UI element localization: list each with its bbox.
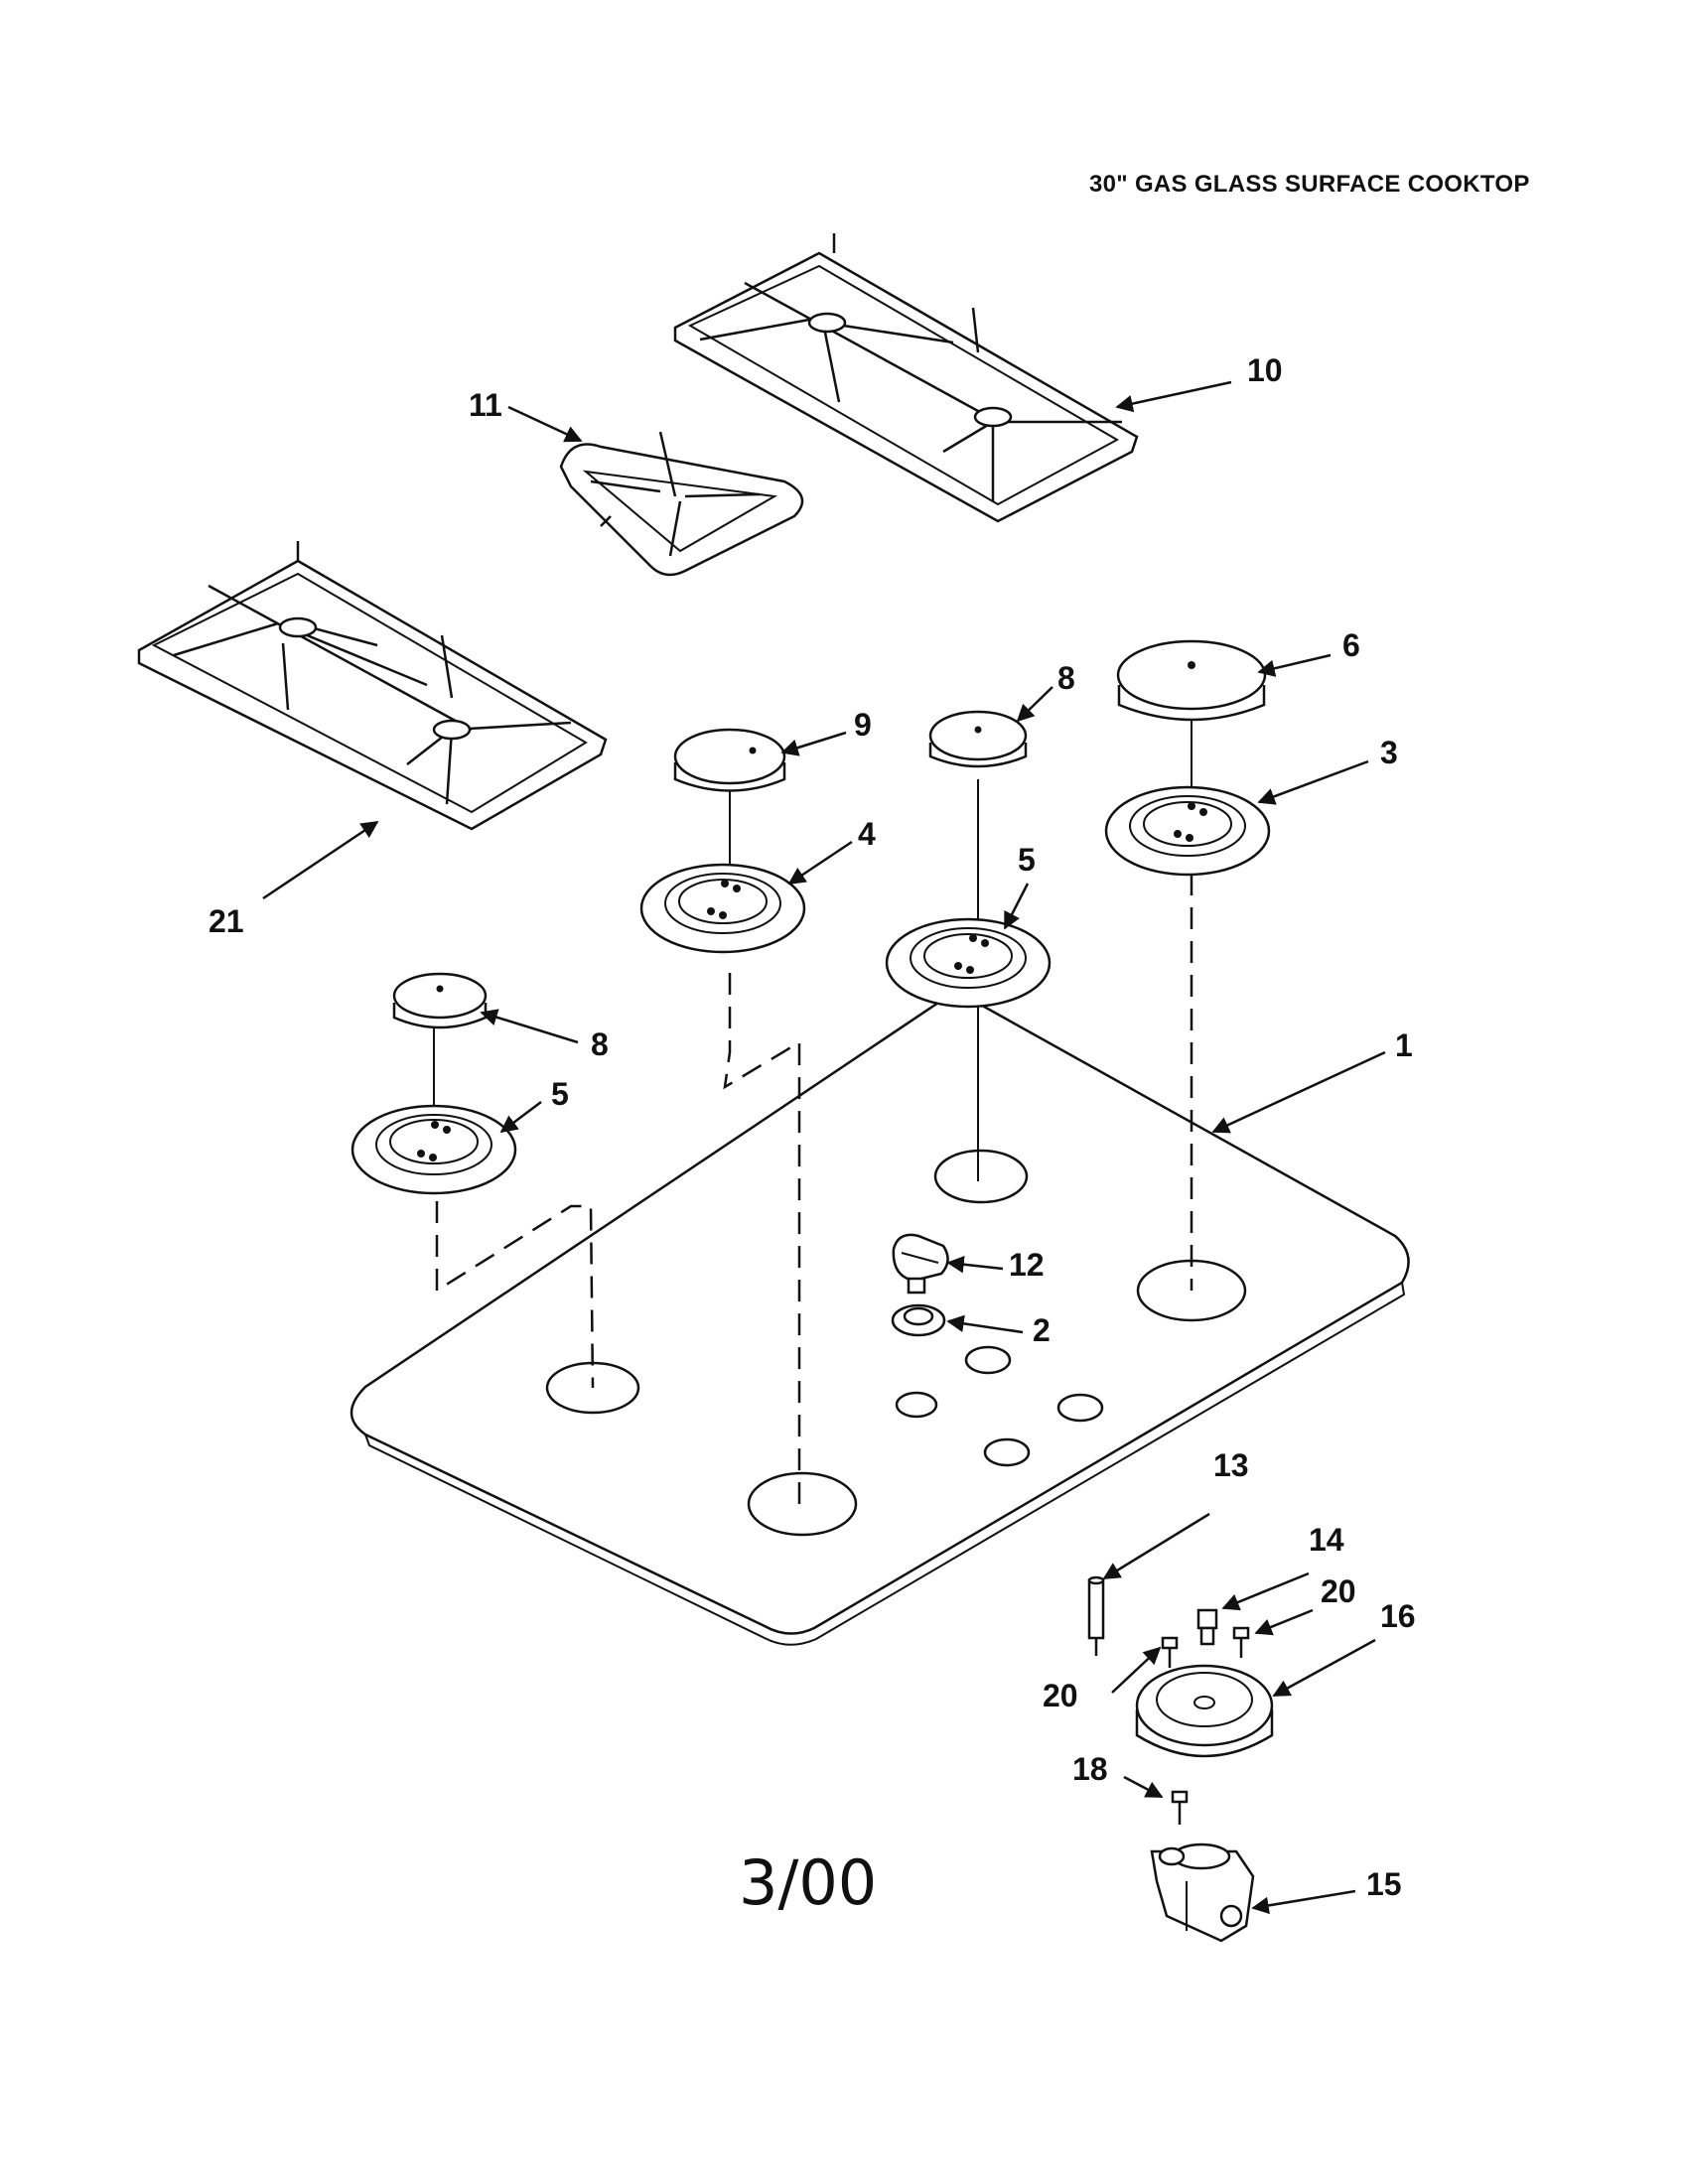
callout-1: 1	[1395, 1027, 1413, 1063]
callout-13: 13	[1213, 1447, 1249, 1483]
callout-8-left: 8	[591, 1026, 609, 1062]
callout-5-left: 5	[551, 1076, 569, 1112]
callout-20-right: 20	[1321, 1573, 1356, 1609]
grate-right-part	[673, 233, 1139, 523]
callout-5-right: 5	[1018, 842, 1036, 878]
callout-10: 10	[1247, 352, 1283, 388]
burner-cap-6	[1116, 639, 1267, 722]
burner-base-4	[639, 863, 806, 954]
grate-center-part	[559, 431, 804, 577]
callout-3: 3	[1380, 735, 1398, 770]
burner-cap-9	[673, 728, 786, 792]
callout-15: 15	[1366, 1866, 1402, 1902]
burner-cap-8-right	[928, 710, 1028, 768]
callout-11: 11	[469, 387, 502, 423]
burner-cap-8-left	[392, 972, 488, 1029]
orifice-part	[1196, 1608, 1218, 1646]
grate-left-part	[137, 541, 608, 831]
callout-20-left: 20	[1043, 1678, 1078, 1713]
leader-lines	[262, 380, 1386, 1915]
date-code: 3/00	[739, 1846, 878, 1919]
control-knob-part	[892, 1233, 949, 1295]
callout-8-right: 8	[1057, 660, 1075, 696]
glass-cooktop-part	[350, 995, 1410, 1646]
callout-2: 2	[1033, 1312, 1051, 1348]
burner-base-3	[1104, 785, 1271, 877]
valve-housing-part	[1150, 1843, 1255, 1943]
diagram-title: 30" GAS GLASS SURFACE COOKTOP	[1089, 171, 1530, 198]
burner-body-part	[1135, 1664, 1274, 1758]
knob-bezel-part	[891, 1303, 946, 1337]
electrode-part	[1087, 1575, 1105, 1656]
callout-9: 9	[854, 707, 872, 743]
burner-base-5-right	[885, 917, 1052, 1009]
callout-18: 18	[1072, 1751, 1108, 1787]
callout-6: 6	[1342, 627, 1360, 663]
callout-12: 12	[1009, 1247, 1045, 1283]
callout-14: 14	[1309, 1522, 1344, 1558]
screw-parts	[1161, 1626, 1250, 1825]
callout-16: 16	[1380, 1598, 1416, 1634]
burner-base-5-left	[351, 1104, 517, 1195]
alignment-lines	[433, 685, 1193, 1504]
callout-4: 4	[858, 816, 876, 852]
callout-21: 21	[209, 903, 244, 939]
